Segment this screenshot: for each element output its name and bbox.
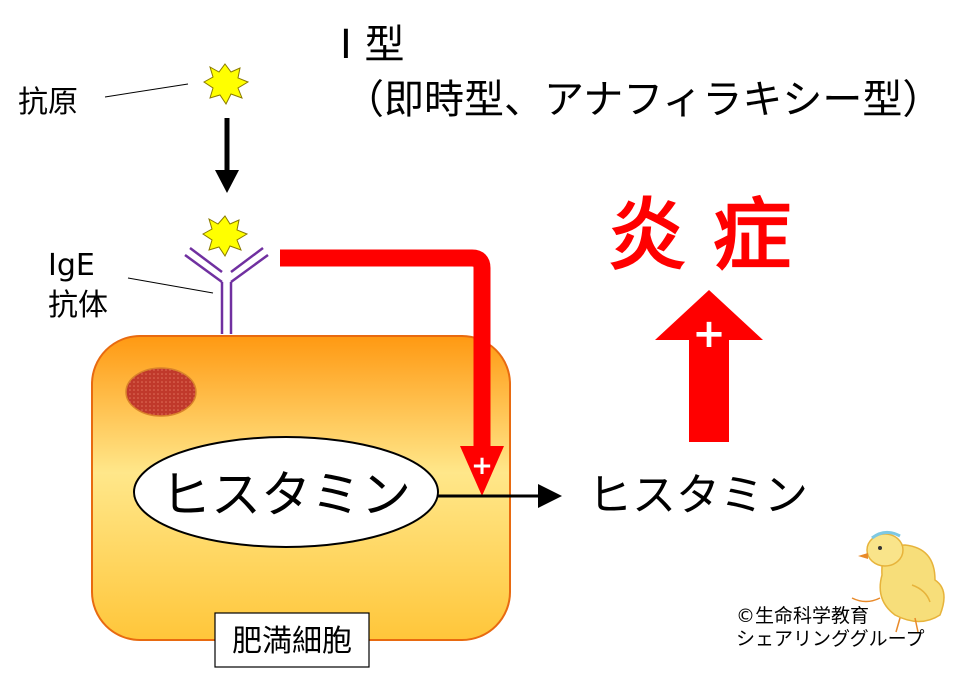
down-arrow-head <box>215 170 239 193</box>
credit-line2: シェアリンググループ <box>736 628 924 650</box>
mast-cell-label: 肥満細胞 <box>232 624 352 659</box>
title-line1: I 型 <box>340 22 405 68</box>
antibody-label: 抗体 <box>48 288 108 323</box>
antigen-star-icon <box>203 63 250 105</box>
bound-antigen-star-icon <box>202 215 249 257</box>
stimulation-plus: + <box>471 451 493 481</box>
antigen-label: 抗原 <box>18 85 78 120</box>
title-line2: （即時型、アナフィラキシー型） <box>344 77 942 123</box>
mast-cell-label-box <box>214 612 370 668</box>
cell-nucleus <box>125 367 197 417</box>
ige-antibody-icon <box>184 247 269 334</box>
antibody-leader-line <box>127 277 214 294</box>
antigen-leader-line <box>104 83 189 98</box>
histamine-granule <box>133 436 439 548</box>
stimulation-arrow-head <box>460 446 504 496</box>
inflammation-label: 炎 症 <box>608 191 791 281</box>
stimulation-arrow-path <box>280 249 491 448</box>
chick-mascot-icon <box>851 531 945 633</box>
up-arrow-shaft <box>689 330 729 442</box>
release-arrow-head <box>538 484 562 508</box>
up-arrow-plus: + <box>692 311 726 357</box>
histamine-released-label: ヒスタミン <box>588 470 808 521</box>
up-arrow-head <box>655 290 763 340</box>
credit-line1: ©生命科学教育 <box>736 605 869 627</box>
histamine-inside-label: ヒスタミン <box>161 466 411 524</box>
ige-label: IgE <box>48 248 95 283</box>
